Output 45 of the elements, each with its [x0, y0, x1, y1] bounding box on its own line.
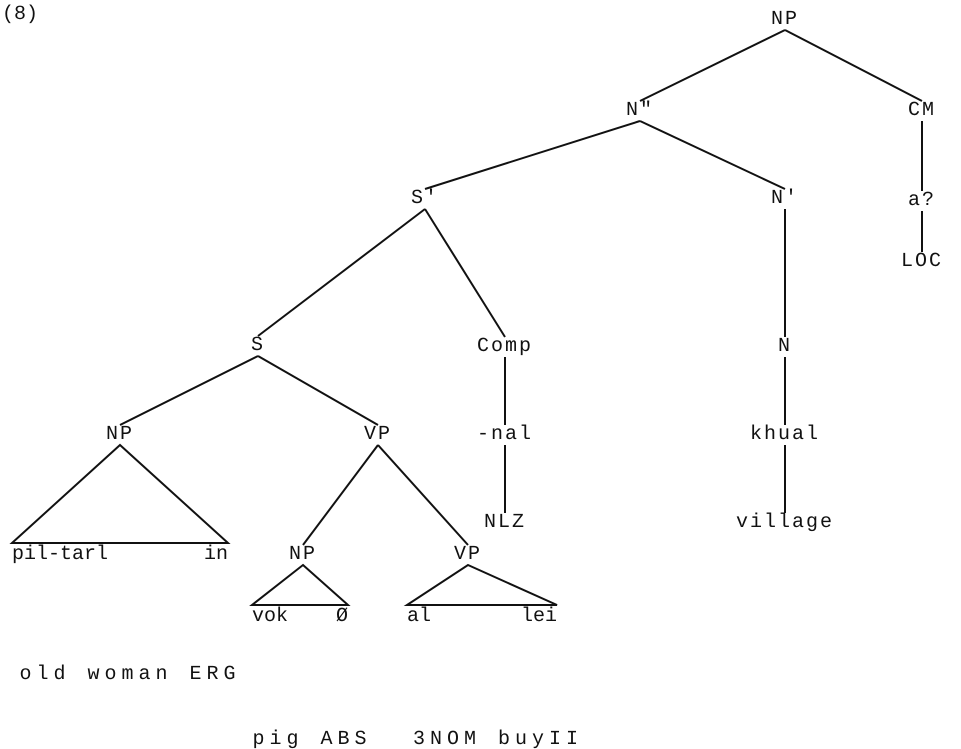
leaf-words: vok Ø: [252, 606, 348, 628]
node-label: a?: [908, 190, 936, 212]
node-label: N: [778, 336, 792, 358]
triangle-branch: [404, 564, 558, 606]
node-label: -nal: [477, 424, 533, 446]
tree-branch: [257, 208, 426, 337]
tree-branch: [120, 355, 258, 426]
tree-branch: [784, 445, 786, 513]
node-label: khual: [750, 424, 820, 446]
tree-branch: [784, 209, 786, 337]
tree-branch: [640, 29, 786, 102]
node-label: N': [771, 188, 799, 210]
node-label: CM: [908, 100, 936, 122]
gloss-text: old woman ERG: [19, 664, 241, 686]
node-label: NP: [771, 9, 799, 31]
tree-branch: [784, 357, 786, 425]
node-label: village: [736, 512, 834, 534]
triangle-branch: [9, 444, 231, 544]
tree-branch: [377, 444, 469, 546]
node-label: LOC: [901, 251, 943, 273]
node-label: VP: [454, 544, 482, 566]
triangle-branch: [249, 564, 351, 606]
tree-branch: [921, 211, 923, 252]
node-label: NP: [289, 544, 317, 566]
gloss-text: 3NOM buyII: [412, 729, 584, 749]
tree-branch: [424, 208, 506, 338]
node-label: S: [251, 335, 265, 357]
node-label: NLZ: [484, 512, 526, 534]
tree-branch: [302, 444, 379, 546]
tree-branch: [504, 357, 506, 425]
leaf-words: pil-tarl in: [12, 544, 228, 566]
tree-branch: [640, 120, 786, 190]
tree-branch: [784, 29, 922, 102]
gloss-text: pig ABS: [252, 729, 372, 749]
tree-branch: [921, 121, 923, 191]
leaf-words: al lei: [407, 606, 557, 628]
tree-branch: [504, 445, 506, 513]
example-number: (8): [2, 4, 38, 26]
node-label: NP: [106, 424, 134, 446]
tree-branch: [424, 120, 640, 190]
node-label: VP: [364, 424, 392, 446]
node-label: N": [626, 100, 654, 122]
node-label: Comp: [477, 336, 533, 358]
tree-branch: [258, 355, 378, 426]
node-label: S': [411, 188, 439, 210]
